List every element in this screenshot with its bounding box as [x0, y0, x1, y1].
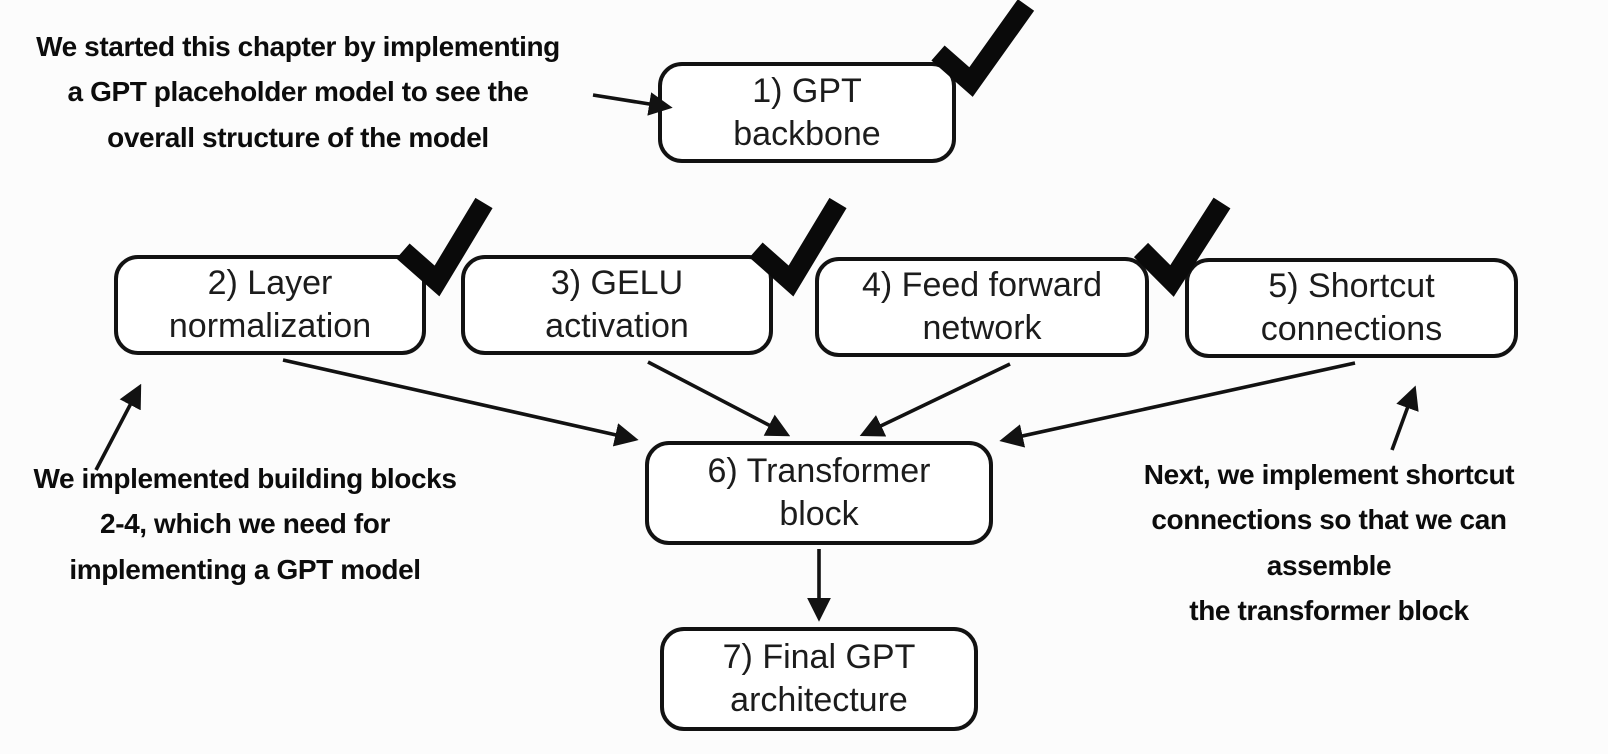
arrow-intro-to-gpt-backbone — [592, 92, 673, 116]
annotation-line: We implemented building blocks — [33, 463, 457, 494]
node-label-line: activation — [545, 307, 689, 345]
node-label-line: architecture — [730, 681, 908, 719]
checkmark-icon — [931, 0, 1035, 97]
node-label-line: network — [922, 309, 1042, 347]
node-label-line: 5) Shortcut — [1268, 267, 1435, 306]
node-label-line: 4) Feed forward — [862, 266, 1102, 305]
annotation-line: the transformer block — [1189, 595, 1469, 627]
node-label-line: 1) GPT — [752, 71, 862, 110]
annotation-line: implementing a GPT model — [69, 553, 421, 585]
arrow-shortcut-to-transformer — [999, 361, 1356, 448]
node-label-line: 7) Final GPT — [722, 638, 916, 677]
arrow-feedforward-to-transformer — [859, 362, 1011, 437]
arrow-layernorm-to-transformer — [282, 358, 639, 447]
annotation-line: 2-4, which we need for — [100, 508, 390, 540]
node-label-line: 3) GELU — [550, 264, 684, 303]
annotation-line: We started this chapter by implementing — [36, 31, 560, 62]
annotation-line: Next, we implement shortcut — [1143, 459, 1515, 490]
node-transformer-block: 6) Transformer block — [645, 441, 993, 545]
annotation-line: a GPT placeholder model to see the — [67, 76, 529, 108]
node-label-line: connections — [1260, 310, 1443, 348]
annotation-next-step: Next, we implement shortcut connections … — [1090, 452, 1568, 633]
node-layer-normalization: 2) Layer normalization — [114, 255, 426, 355]
node-gelu-activation: 3) GELU activation — [461, 255, 773, 355]
node-feed-forward-network: 4) Feed forward network — [815, 257, 1149, 357]
annotation-line: connections so that we can assemble — [1151, 504, 1507, 581]
arrow-next-note-to-shortcut — [1390, 385, 1419, 451]
arrow-gelu-to-transformer — [647, 360, 791, 437]
node-label-line: 2) Layer — [207, 264, 333, 303]
node-label-line: block — [779, 495, 859, 533]
node-label-line: backbone — [733, 114, 881, 153]
node-final-gpt-architecture: 7) Final GPT architecture — [660, 627, 978, 731]
annotation-building-blocks: We implemented building blocks 2-4, whic… — [20, 456, 470, 592]
annotation-intro: We started this chapter by implementing … — [8, 24, 588, 160]
annotation-line: overall structure of the model — [107, 121, 489, 153]
node-shortcut-connections: 5) Shortcut connections — [1185, 258, 1518, 358]
node-gpt-backbone: 1) GPT backbone — [658, 62, 956, 163]
node-label-line: 6) Transformer — [707, 452, 931, 491]
node-label-line: normalization — [168, 307, 372, 345]
